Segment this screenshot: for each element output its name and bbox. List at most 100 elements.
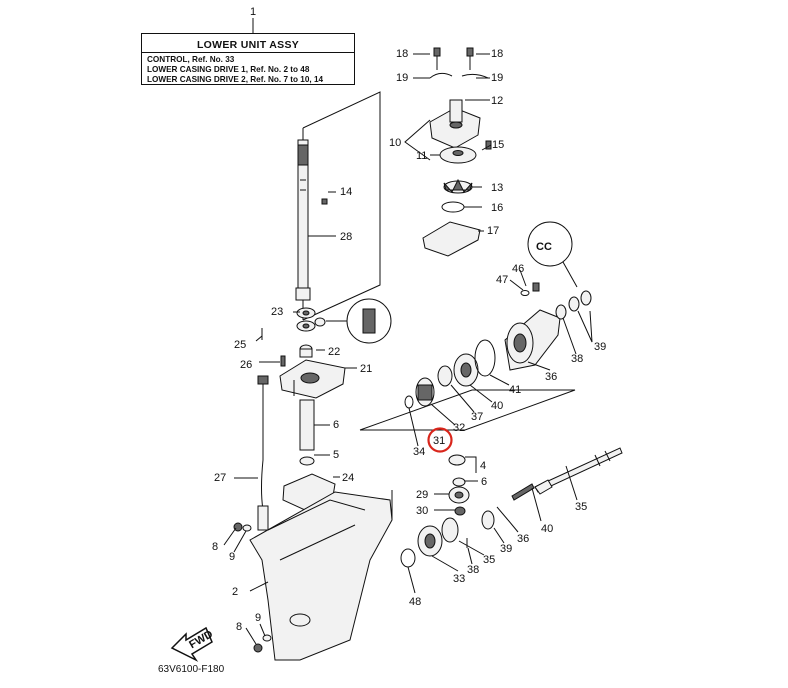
part-label: 10 <box>389 137 401 149</box>
propeller-shaft-housing-40 <box>504 309 561 371</box>
part-label: 2 <box>232 586 238 598</box>
part-label: 48 <box>409 596 421 608</box>
seal-detail-callout-upper: CC <box>527 221 578 288</box>
part-label: 21 <box>360 363 372 375</box>
shim-5 <box>448 454 466 466</box>
shift-plunger-36 <box>441 517 459 543</box>
bearing-42 <box>555 304 567 320</box>
part-label: 40 <box>491 400 503 412</box>
oil-seals-43 <box>568 290 592 312</box>
part-label: 18 <box>491 48 503 60</box>
pin-35 <box>496 506 509 521</box>
part-label: 36 <box>545 371 557 383</box>
nut-29 <box>454 506 466 516</box>
part-label: 28 <box>340 231 352 243</box>
part-label: 5 <box>333 449 339 461</box>
legend-line-control: CONTROL, Ref. No. 33 <box>147 55 235 64</box>
part-label: 15 <box>492 139 504 151</box>
water-tube-4 <box>299 399 315 451</box>
figure-code: 63V6100-F180 <box>158 664 225 675</box>
propeller-shaft-34 <box>534 447 623 495</box>
legend-title: LOWER UNIT ASSY <box>196 39 300 51</box>
shim-48 <box>400 548 416 568</box>
clutch-38 <box>481 510 495 530</box>
part-label: 33 <box>453 573 465 585</box>
part-label: 23 <box>271 306 283 318</box>
impeller <box>443 178 473 194</box>
part-label: 4 <box>480 460 486 472</box>
part-label: 19 <box>396 72 408 84</box>
driveshaft-pin <box>321 198 328 205</box>
part-label: 30 <box>416 505 428 517</box>
pump-gasket-16 <box>422 221 481 257</box>
washer-33 <box>404 395 414 409</box>
legend-divider <box>142 52 354 53</box>
part-label: 8 <box>212 541 218 553</box>
lower-casing-2 <box>249 491 393 661</box>
part-label: 34 <box>413 446 425 458</box>
spring-39 <box>511 483 535 501</box>
part-label: 41 <box>509 384 521 396</box>
shift-group-outline <box>359 389 576 431</box>
part-label: 32 <box>453 422 465 434</box>
part-label: 17 <box>487 225 499 237</box>
legend-line-drive-1: LOWER CASING DRIVE 1, Ref. No. 2 to 48 <box>147 65 310 74</box>
part-label: 27 <box>214 472 226 484</box>
part-label: 25 <box>234 339 246 351</box>
bearing-44 <box>453 353 479 387</box>
part-label: 9 <box>229 551 235 563</box>
drain-screw-group-upper <box>233 522 252 532</box>
part-label: 29 <box>416 489 428 501</box>
driveshaft <box>295 139 311 301</box>
part-label: 39 <box>500 543 512 555</box>
part-label: 16 <box>491 202 503 214</box>
oil-seal-housing-20 <box>279 359 346 399</box>
part-label: 22 <box>328 346 340 358</box>
svg-text:CC: CC <box>536 241 552 253</box>
drain-screw-group-lower <box>253 634 272 653</box>
o-ring-15 <box>441 201 465 213</box>
legend-ref-number: 1 <box>250 6 256 18</box>
legend-line-drive-2: LOWER CASING DRIVE 2, Ref. No. 7 to 10, … <box>147 75 324 84</box>
part-label: 8 <box>236 621 242 633</box>
leader-lines <box>223 53 593 645</box>
pump-washers <box>429 72 489 79</box>
part-label: 6 <box>481 476 487 488</box>
part-label: 19 <box>491 72 503 84</box>
part-label: 35 <box>483 554 495 566</box>
part-label: 6 <box>333 419 339 431</box>
part-label: 40 <box>541 523 553 535</box>
grommet-3 <box>299 456 315 466</box>
part-label: 46 <box>512 263 524 275</box>
part-label: 38 <box>467 564 479 576</box>
part-label: 38 <box>571 353 583 365</box>
part-label: 12 <box>491 95 503 107</box>
part-label: 13 <box>491 182 503 194</box>
oil-seal-pair-22 <box>296 307 326 332</box>
part-label: 11 <box>416 150 427 162</box>
pinion-gear-28 <box>448 486 470 504</box>
collar-21 <box>299 344 313 358</box>
forward-gear-30 <box>417 525 443 557</box>
shift-rod-26 <box>257 375 269 531</box>
water-pump-housing <box>429 99 481 149</box>
highlight-ring-31 <box>427 427 453 453</box>
washer-41 <box>437 365 453 387</box>
part-label: 39 <box>594 341 606 353</box>
part-label: 9 <box>255 612 261 624</box>
seal-detail-callout-lower <box>326 298 392 344</box>
part-label: 18 <box>396 48 408 60</box>
bolt-46-washer-47 <box>520 282 540 296</box>
o-ring-45 <box>474 339 496 377</box>
part-label: 47 <box>496 274 508 286</box>
dog-clutch-32 <box>415 377 435 407</box>
part-label: 14 <box>340 186 352 198</box>
part-label: 24 <box>342 472 354 484</box>
part-label: 36 <box>517 533 529 545</box>
forward-direction-arrow: FWD <box>170 626 215 662</box>
bolt-25 <box>280 355 286 367</box>
driveshaft-group-outline <box>302 91 381 321</box>
legend-box: LOWER UNIT ASSY CONTROL, Ref. No. 33 LOW… <box>141 33 355 85</box>
